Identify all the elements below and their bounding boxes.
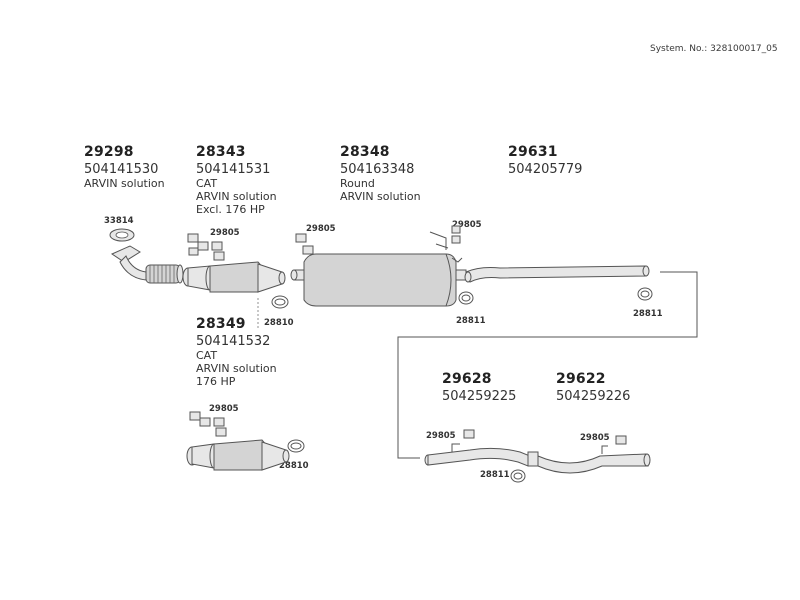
part-code: 29298 [84,144,134,160]
label-33814: 33814 [104,216,134,226]
part-desc: 176 HP [196,375,236,388]
part-29622: 29622 504259226 [556,371,630,404]
part-28349: 28349 504141532 CAT ARVIN solution 176 H… [196,316,277,388]
part-number: 504141530 [84,162,159,177]
part-code: 28343 [196,144,246,160]
part-29298: 29298 504141530 ARVIN solution [84,144,165,190]
part-29628: 29628 504259225 [442,371,516,404]
part-number: 504259225 [442,389,517,404]
clamps-29805-front [187,233,225,261]
label-29805-lower-cat: 29805 [209,404,239,414]
muffler-28348 [290,253,467,307]
label-28810-lower: 28810 [279,461,309,471]
label-29805-muffler: 29805 [306,224,336,234]
part-desc: Round [340,177,375,190]
flex-pipe-29298 [110,245,184,284]
part-desc: CAT [196,177,218,190]
system-number: System. No.: 328100017_05 [650,44,778,54]
part-number: 504141532 [196,334,271,349]
part-desc: ARVIN solution [340,190,421,203]
part-desc: ARVIN solution [84,177,165,190]
part-desc: Excl. 176 HP [196,203,265,216]
gasket-33814 [109,228,135,242]
part-code: 28348 [340,144,390,160]
catalytic-converter-28349 [186,439,290,471]
label-29805-lower-left: 29805 [426,431,456,441]
part-28343: 28343 504141531 CAT ARVIN solution Excl.… [196,144,277,216]
tail-pipe-29631 [464,265,650,283]
label-28811-lower: 28811 [480,470,510,480]
hangers-29805-rear [429,225,463,263]
label-29805-front-cat: 29805 [210,228,240,238]
part-number: 504163348 [340,162,415,177]
label-28811-right: 28811 [633,309,663,319]
pipe-29622 [527,445,651,474]
part-code: 29628 [442,371,492,387]
part-number: 504205779 [508,162,583,177]
pipe-29628 [424,443,531,467]
clamp-28811-mid [458,291,474,305]
part-number: 504259226 [556,389,631,404]
clamp-28810-lower [287,439,305,453]
part-code: 28349 [196,316,246,332]
clamp-28810-upper [271,295,289,309]
label-29805-lower-right: 29805 [580,433,610,443]
clamps-29805-muffler [295,233,314,255]
part-desc: ARVIN solution [196,190,277,203]
connector-line [397,271,698,459]
clamps-29805-lower-cat [189,411,227,437]
part-desc: ARVIN solution [196,362,277,375]
clamp-28811-lower [510,469,526,483]
part-code: 29631 [508,144,558,160]
part-number: 504141531 [196,162,271,177]
part-code: 29622 [556,371,606,387]
clamp-28811-right [637,287,653,301]
clamps-29805-lower [463,429,627,445]
part-desc: CAT [196,349,218,362]
label-28811-mid: 28811 [456,316,486,326]
label-29805-rear: 29805 [452,220,482,230]
part-28348: 28348 504163348 Round ARVIN solution [340,144,421,203]
part-29631: 29631 504205779 [508,144,582,177]
label-28810-upper: 28810 [264,318,294,328]
catalytic-converter-28343 [182,261,286,293]
